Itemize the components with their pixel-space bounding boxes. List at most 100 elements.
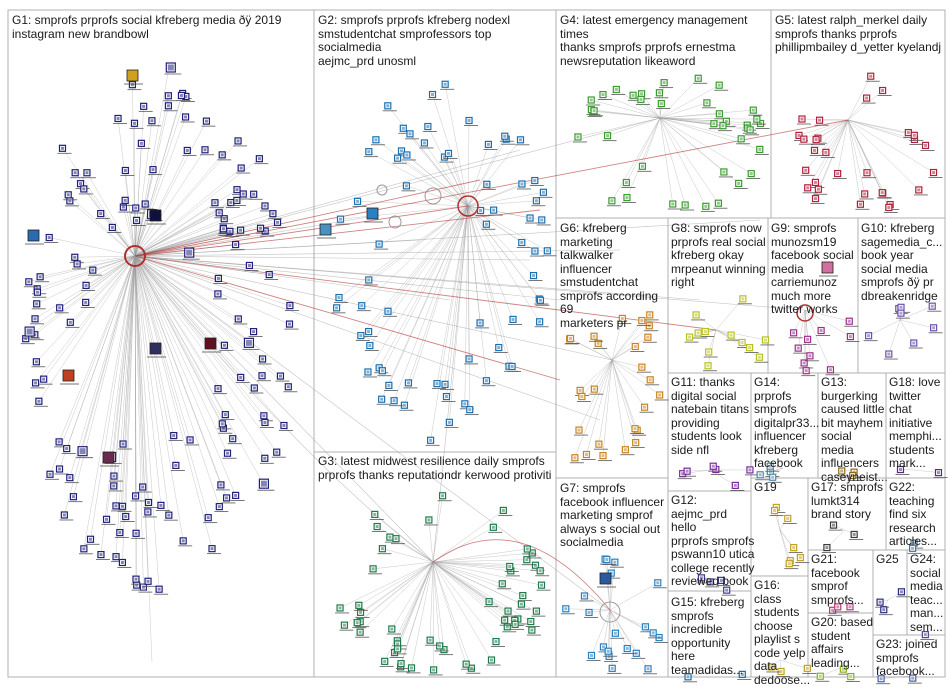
node-g1-8 (118, 440, 133, 450)
node-g4-11 (748, 106, 763, 116)
edge-g7-16 (584, 595, 611, 611)
edge-g2-7 (427, 126, 469, 207)
edge-g3-48 (411, 561, 434, 668)
edge-g1-80 (68, 194, 136, 257)
edge-g4-21 (577, 117, 661, 138)
node-g17-2 (849, 530, 864, 540)
edge-g6-8 (611, 359, 645, 408)
node-g1-87 (137, 483, 152, 493)
edge-g3-42 (432, 561, 440, 646)
edge-g7-7 (609, 609, 637, 654)
node-g5-25 (877, 189, 892, 199)
edge-g1-56 (113, 255, 136, 477)
node-g1-43 (120, 166, 135, 176)
edge-g2-5 (467, 192, 544, 207)
node-g7-14 (607, 664, 622, 674)
node-g2-63 (536, 216, 551, 226)
edge-g1-111 (132, 84, 136, 257)
node-g1-145 (235, 373, 250, 383)
edge-g2-32 (467, 205, 540, 322)
node-g25-2 (875, 598, 890, 608)
node-g5-3 (877, 86, 892, 96)
node-g8-3 (691, 311, 706, 321)
node-g2-18 (481, 180, 496, 190)
node-g1-9 (143, 498, 158, 508)
node-g3-48 (406, 664, 421, 674)
edge-g4-29 (626, 117, 661, 198)
edge-g1-103 (36, 255, 136, 305)
edge-g1-6 (134, 255, 144, 588)
group-box-g16 (750, 575, 809, 678)
profile-thumbnail-6 (364, 207, 383, 223)
node-g2-5 (538, 188, 553, 198)
edge-g1-123 (134, 255, 233, 439)
profile-thumbnail-7 (317, 223, 336, 239)
node-g5-17 (820, 148, 835, 158)
node-g6-13 (636, 363, 651, 373)
edge-g1-51 (86, 172, 136, 257)
edge-g1-88 (134, 255, 290, 325)
edge-g3-33 (432, 561, 511, 572)
node-g1-66 (219, 215, 234, 225)
node-g2-57 (377, 367, 392, 377)
edge-g1-100 (35, 255, 136, 384)
node-g4-23 (751, 115, 766, 125)
node-g1-146 (259, 454, 274, 464)
node-g3-52 (522, 545, 537, 555)
edge-g2-51 (467, 205, 534, 276)
node-g19-0 (788, 544, 803, 554)
node-g7-18 (610, 629, 625, 639)
edge-g3-12 (432, 561, 503, 585)
edge-g6-13 (611, 359, 642, 368)
node-g1-96 (233, 137, 248, 147)
edge-g1-83 (134, 255, 228, 454)
edge-g1-52 (123, 206, 136, 257)
node-g2-41 (352, 197, 367, 207)
edge-g7-12 (591, 609, 611, 656)
node-g5-7 (814, 116, 829, 126)
node-g18-1 (933, 469, 948, 479)
node-g1-122 (214, 209, 229, 219)
edge-g1-109 (36, 255, 136, 362)
edge-g9-9 (804, 309, 851, 337)
edge-g2-26 (368, 151, 469, 207)
node-g5-22 (809, 146, 824, 156)
node-g2-0 (475, 319, 490, 329)
node-g5-16 (800, 166, 815, 176)
edge-g3-52 (432, 548, 528, 563)
edge-g1-116 (134, 255, 255, 389)
node-g6-8 (639, 403, 654, 413)
node-g3-16 (516, 600, 531, 610)
node-g5-29 (861, 94, 876, 104)
edge-g2-69 (467, 136, 506, 207)
edge-g1-4 (134, 205, 266, 257)
node-g1-22 (248, 328, 263, 338)
edge-g3-54 (357, 561, 434, 623)
node-g1-34 (214, 503, 229, 513)
node-g3-7 (438, 646, 453, 656)
node-g3-31 (486, 656, 501, 666)
edge-g3-8 (432, 561, 497, 642)
node-g1-16 (284, 302, 299, 312)
edge-g4-0 (659, 78, 699, 119)
node-g3-4 (517, 592, 532, 602)
edge-g1-131 (134, 255, 177, 466)
edge-g1-120 (134, 255, 209, 518)
edge-g1-93 (49, 237, 136, 257)
cross-edge-g1-tail (134, 255, 153, 663)
hub-ring-3 (388, 215, 402, 229)
node-g3-0 (488, 523, 503, 533)
node-g1-12 (272, 218, 287, 228)
edge-g2-40 (368, 205, 469, 281)
node-g4-24 (656, 100, 671, 110)
node-g3-11 (339, 621, 354, 631)
edge-g5-4 (847, 76, 871, 121)
cross-edge-10 (134, 255, 531, 261)
node-g1-148 (70, 169, 85, 179)
node-g10-5 (927, 302, 942, 312)
node-g1-40 (54, 465, 69, 475)
edge-g1-140 (37, 255, 136, 293)
edge-g1-41 (134, 158, 260, 257)
node-g8-6 (684, 333, 699, 343)
node-g4-22 (755, 119, 770, 129)
